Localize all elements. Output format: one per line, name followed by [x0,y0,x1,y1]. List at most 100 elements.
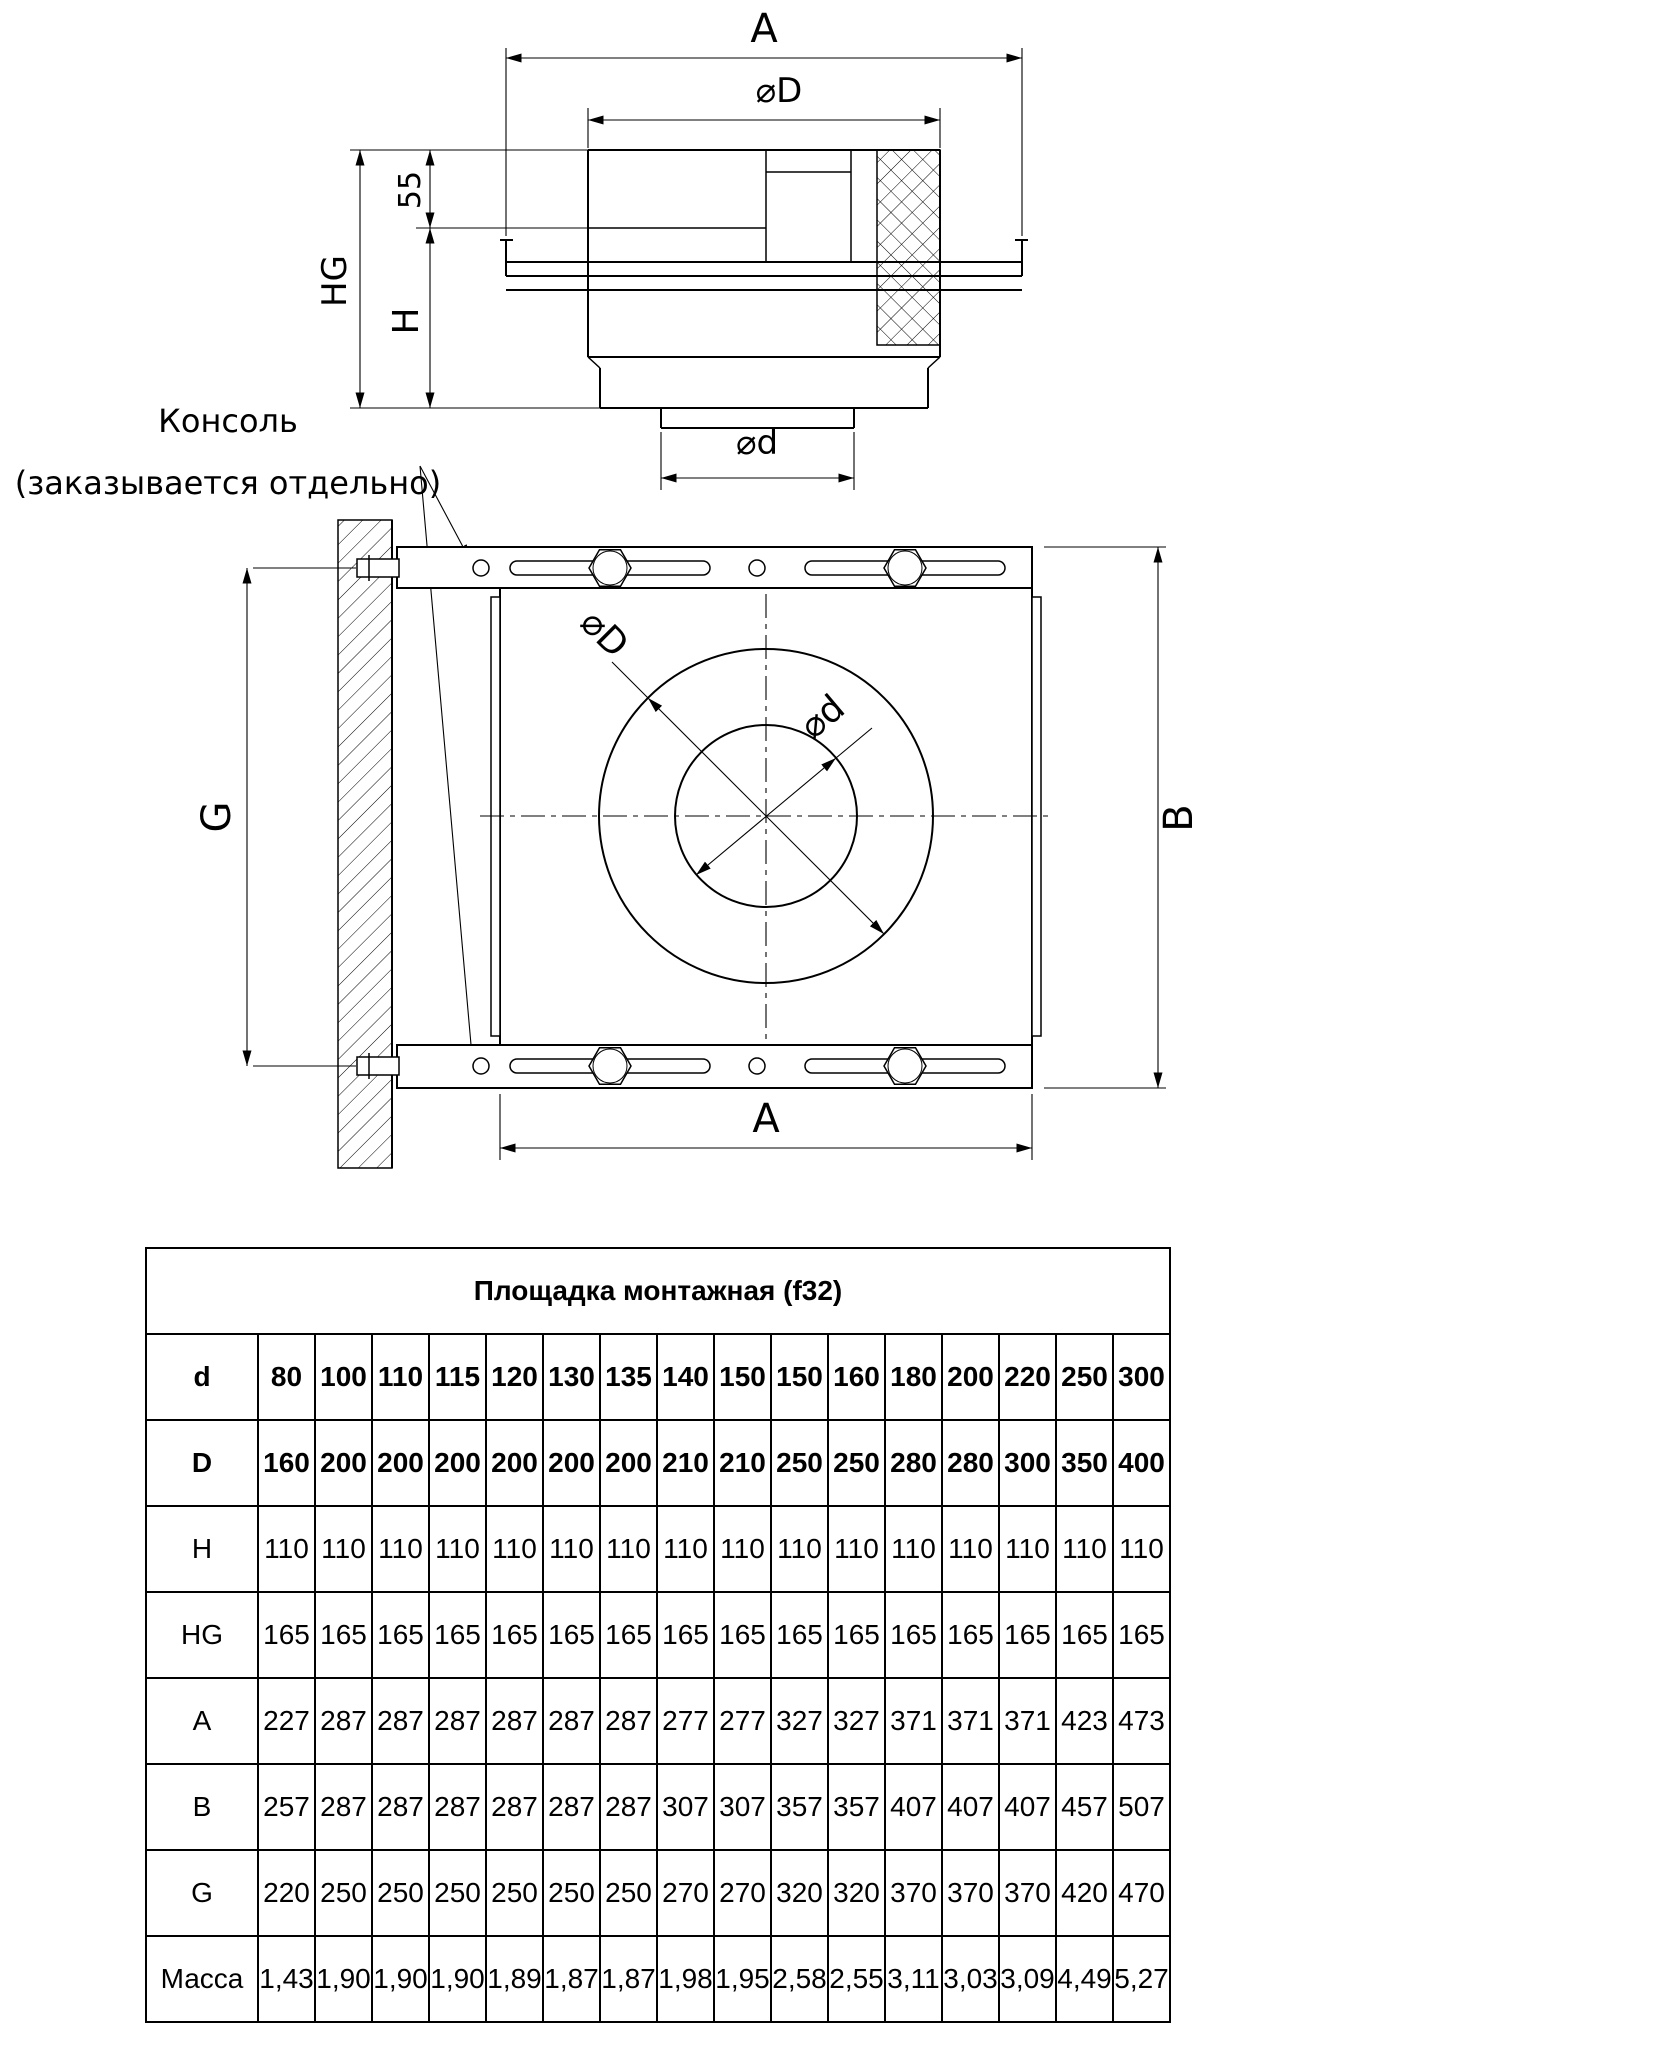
arm-hooks [500,239,1028,276]
value-cell: 277 [713,1677,772,1765]
dim-label-hg: HG [315,255,355,307]
value-cell: 371 [998,1677,1057,1765]
value-cell: 423 [1055,1677,1114,1765]
row-label: G [145,1849,259,1937]
value-cell: 250 [542,1849,601,1937]
value-cell: 210 [656,1419,715,1507]
value-cell: 407 [998,1763,1057,1851]
value-cell: 110 [485,1505,544,1593]
value-cell: 287 [371,1763,430,1851]
value-cell: 257 [257,1763,316,1851]
value-cell: 470 [1112,1849,1171,1937]
value-cell: 287 [428,1763,487,1851]
dim-label-h: H [386,307,427,334]
dim-label-a-top: A [750,6,778,52]
pipe-bottom [599,368,929,409]
value-cell: 2,55 [827,1935,886,2023]
ext-lines-b [1044,546,1166,1089]
value-cell: 327 [827,1677,886,1765]
insulation-hatch [876,149,941,346]
dim-label-55: 55 [393,171,428,209]
value-cell: 165 [1112,1591,1171,1679]
value-cell: 165 [314,1591,373,1679]
dim-label-d-inner-side: ⌀d [736,423,778,463]
row-label: D [145,1419,259,1507]
table-title-row: Площадка монтажная (f32) [145,1247,1171,1335]
crimp-bevels [587,356,941,369]
value-cell: 135 [599,1333,658,1421]
value-cell: 100 [314,1333,373,1421]
value-cell: 250 [827,1419,886,1507]
value-cell: 110 [371,1505,430,1593]
ext-lines-a-top [505,48,1023,236]
plate-arms [506,261,1022,291]
value-cell: 4,49 [1055,1935,1114,2023]
value-cell: 371 [884,1677,943,1765]
value-cell: 3,03 [941,1935,1000,2023]
value-cell: 165 [998,1591,1057,1679]
hole-bottom-center [748,1057,766,1075]
value-cell: 1,90 [371,1935,430,2023]
value-cell: 270 [656,1849,715,1937]
value-cell: 420 [1055,1849,1114,1937]
value-cell: 150 [770,1333,829,1421]
value-cell: 200 [599,1419,658,1507]
value-cell: 3,11 [884,1935,943,2023]
value-cell: 250 [485,1849,544,1937]
value-cell: 165 [656,1591,715,1679]
value-cell: 110 [713,1505,772,1593]
value-cell: 350 [1055,1419,1114,1507]
hole-top-left [472,559,490,577]
value-cell: 220 [257,1849,316,1937]
value-cell: 227 [257,1677,316,1765]
value-cell: 250 [428,1849,487,1937]
value-cell: 110 [827,1505,886,1593]
value-cell: 130 [542,1333,601,1421]
value-cell: 180 [884,1333,943,1421]
value-cell: 200 [314,1419,373,1507]
value-cell: 200 [428,1419,487,1507]
value-cell: 110 [998,1505,1057,1593]
value-cell: 165 [371,1591,430,1679]
value-cell: 457 [1055,1763,1114,1851]
inner-pipe-stub [660,408,855,429]
value-cell: 115 [428,1333,487,1421]
row-label: A [145,1677,259,1765]
wall-pin-bottom [356,1052,400,1080]
row-label: d [145,1333,259,1421]
value-cell: 320 [770,1849,829,1937]
value-cell: 287 [428,1677,487,1765]
dim-label-b: B [1156,804,1202,831]
value-cell: 165 [770,1591,829,1679]
value-cell: 280 [884,1419,943,1507]
technical-drawing: A ⌀D HG 55 H ⌀d Консоль (заказывается от… [15,6,1202,1169]
ext-lines-d-outer-top [587,108,941,148]
value-cell: 165 [713,1591,772,1679]
value-cell: 287 [485,1677,544,1765]
table-title: Площадка монтажная (f32) [145,1247,1171,1335]
value-cell: 287 [371,1677,430,1765]
value-cell: 165 [827,1591,886,1679]
console-callout: Консоль (заказывается отдельно) [15,402,476,1060]
value-cell: 160 [257,1419,316,1507]
value-cell: 280 [941,1419,1000,1507]
value-cell: 1,43 [257,1935,316,2023]
circle-outer-D [598,648,934,984]
value-cell: 1,98 [656,1935,715,2023]
value-cell: 400 [1112,1419,1171,1507]
hole-bottom-left [472,1057,490,1075]
value-cell: 357 [770,1763,829,1851]
value-cell: 371 [941,1677,1000,1765]
value-cell: 1,95 [713,1935,772,2023]
value-cell: 110 [371,1333,430,1421]
value-cell: 165 [941,1591,1000,1679]
value-cell: 200 [485,1419,544,1507]
value-cell: 165 [884,1591,943,1679]
value-cell: 287 [599,1763,658,1851]
front-view: ⌀D ⌀d G B A [194,519,1202,1169]
value-cell: 1,87 [542,1935,601,2023]
value-cell: 250 [770,1419,829,1507]
